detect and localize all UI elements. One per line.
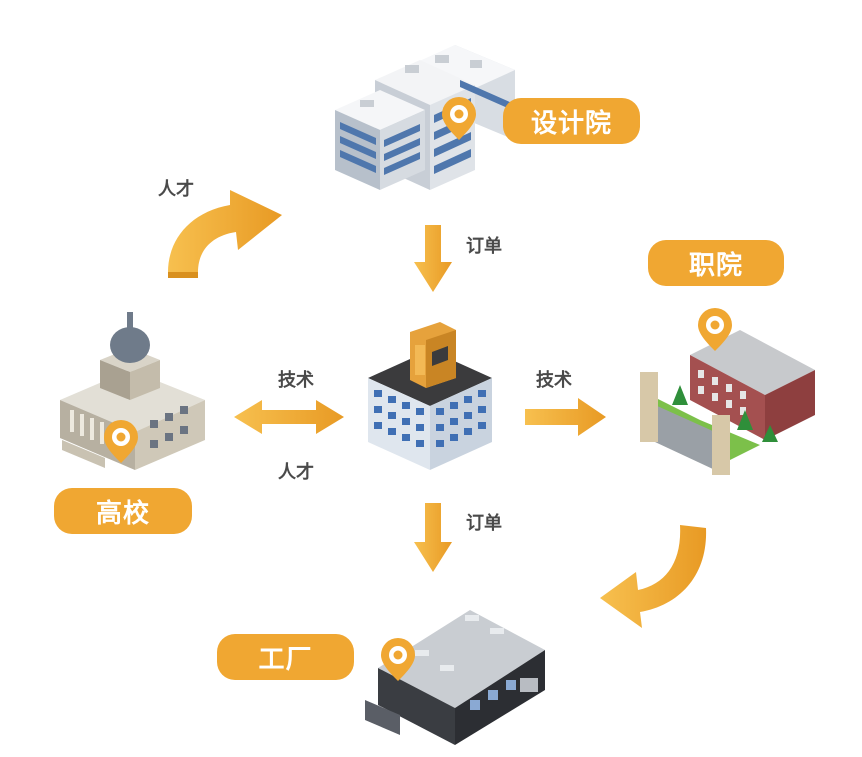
edge-label-talent-to-design: 人才 xyxy=(158,179,194,200)
arrow-vocational-to-factory xyxy=(600,525,707,628)
vocational-college-building xyxy=(640,330,815,475)
map-pin-icon xyxy=(104,420,138,463)
university-building xyxy=(60,312,205,470)
map-pin-icon xyxy=(442,97,476,140)
arrow-center-university xyxy=(234,400,344,434)
company-logo-icon xyxy=(410,322,456,388)
design-institute-building xyxy=(335,45,515,190)
arrow-center-to-factory xyxy=(414,503,452,572)
arrow-design-to-center xyxy=(414,225,452,292)
university-label: 高校 xyxy=(54,488,192,534)
design-institute-label: 设计院 xyxy=(503,98,640,144)
edge-label-talent-university: 人才 xyxy=(278,462,314,483)
map-pin-icon xyxy=(381,638,415,681)
edge-label-tech-vocational: 技术 xyxy=(536,370,572,391)
factory-label: 工厂 xyxy=(217,634,354,680)
arrow-university-to-design xyxy=(168,190,282,278)
edge-label-order-design: 订单 xyxy=(466,236,502,257)
arrow-center-to-vocational xyxy=(525,398,606,436)
map-pin-icon xyxy=(698,308,732,351)
factory-building xyxy=(365,610,545,745)
vocational-college-label: 职院 xyxy=(648,240,784,286)
edge-label-tech-university: 技术 xyxy=(278,370,314,391)
edge-label-order-factory: 订单 xyxy=(466,513,502,534)
center-company-building xyxy=(368,322,492,470)
